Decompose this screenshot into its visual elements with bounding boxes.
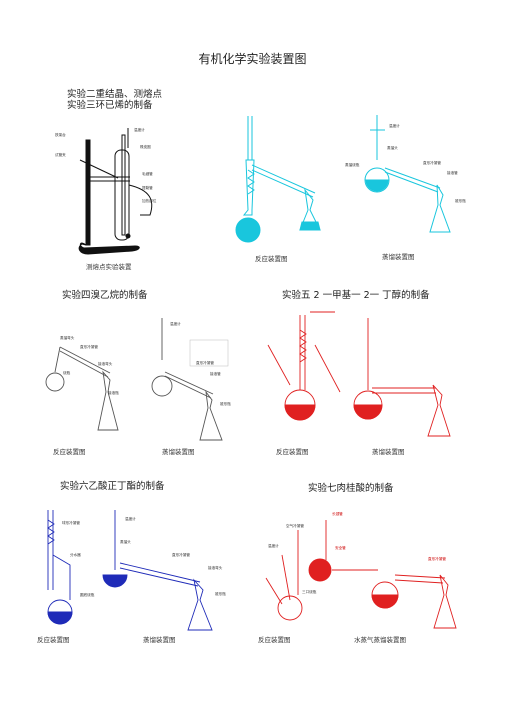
section-exp6-title: 实验六乙酸正丁酯的制备 [60, 481, 165, 492]
caption-exp4-reaction: 反应装置图 [53, 448, 86, 456]
label-e6-thermo: 温度计 [125, 517, 136, 521]
thiele-tube [121, 134, 126, 236]
label-tube: 提勒管 [142, 186, 153, 190]
section-exp4-title: 实验四溴乙烷的制备 [62, 290, 148, 301]
caption-exp7-reaction: 反应装置图 [258, 636, 291, 644]
label-e7-safety: 安全管 [335, 546, 346, 550]
label-e4-thermo: 温度计 [170, 322, 181, 326]
label-e7-steam: 长颈管 [332, 512, 343, 516]
label-e3-cond: 直形冷凝管 [423, 161, 441, 165]
label-e6-adapter: 接液弯头 [208, 566, 223, 570]
label-e6-receiver: 锥形瓶 [215, 592, 226, 596]
label-capillary: 毛细管 [142, 172, 153, 176]
label-e4-dist-cond: 直形冷凝管 [196, 361, 214, 365]
caption-exp5-reaction: 反应装置图 [276, 448, 309, 456]
section-exp3-title: 实验三环已烯的制备 [67, 100, 153, 111]
section-exp5-title: 实验五 2 一甲基一 2一 丁醇的制备 [282, 290, 430, 301]
label-e4-dist-receiver: 锥形瓶 [220, 402, 231, 406]
caption-exp5-distill: 蒸馏装置图 [372, 448, 405, 456]
label-rubber: 橡皮圈 [140, 145, 151, 149]
label-e3-flask: 蒸馏烧瓶 [345, 163, 360, 167]
label-e6-cond: 球形冷凝管 [62, 521, 80, 525]
label-e3-receiver: 锥形瓶 [455, 199, 466, 203]
label-stand: 铁架台 [55, 133, 66, 137]
label-e7-tube: 空气冷凝管 [286, 524, 304, 528]
label-e4-cond: 直形冷凝管 [80, 345, 98, 349]
label-e6-trap: 分水器 [70, 553, 81, 557]
label-heat: 加热部位 [142, 199, 157, 203]
label-e7-cond: 直形冷凝管 [428, 557, 446, 561]
label-e4-dist-adapter: 接液管 [210, 372, 221, 376]
label-e4-head: 蒸馏弯头 [60, 336, 75, 340]
caption-melting-point: 测熔点实验装置 [86, 263, 132, 271]
section-exp2-title: 实验二重结晶、测熔点 [67, 89, 163, 100]
label-thermometer: 温度计 [134, 128, 145, 132]
label-e3-thermo: 温度计 [389, 124, 400, 128]
label-e6-cond2: 直形冷凝管 [172, 553, 190, 557]
label-e6-head: 蒸馏头 [120, 540, 131, 544]
label-e4-flask: 烧瓶 [63, 371, 71, 375]
label-e6-flask: 圆底烧瓶 [80, 593, 95, 597]
caption-exp4-distill: 蒸馏装置图 [162, 448, 195, 456]
caption-exp7-distill: 水蒸气蒸馏装置图 [354, 636, 406, 644]
label-e4-receiver: 接液瓶 [108, 391, 119, 395]
tube-body [114, 149, 130, 241]
label-e3-head: 蒸馏头 [387, 146, 398, 150]
label-e7-flask: 三口烧瓶 [302, 590, 317, 594]
caption-exp3-distill: 蒸馏装置图 [382, 253, 415, 261]
caption-exp6-distill: 蒸馏装置图 [143, 636, 176, 644]
stand-base [78, 242, 140, 255]
label-e3-adapter: 接液管 [447, 171, 458, 175]
caption-exp6-reaction: 反应装置图 [37, 636, 70, 644]
label-e7-thermo: 温度计 [268, 544, 279, 548]
section-exp7-title: 实验七肉桂酸的制备 [308, 483, 394, 494]
page-title: 有机化学实验装置图 [198, 52, 307, 66]
stand-rod [85, 139, 91, 246]
caption-exp3-reaction: 反应装置图 [255, 255, 288, 263]
label-clamp: 试管夹 [55, 153, 66, 157]
label-e4-adapter: 接液弯头 [98, 362, 113, 366]
